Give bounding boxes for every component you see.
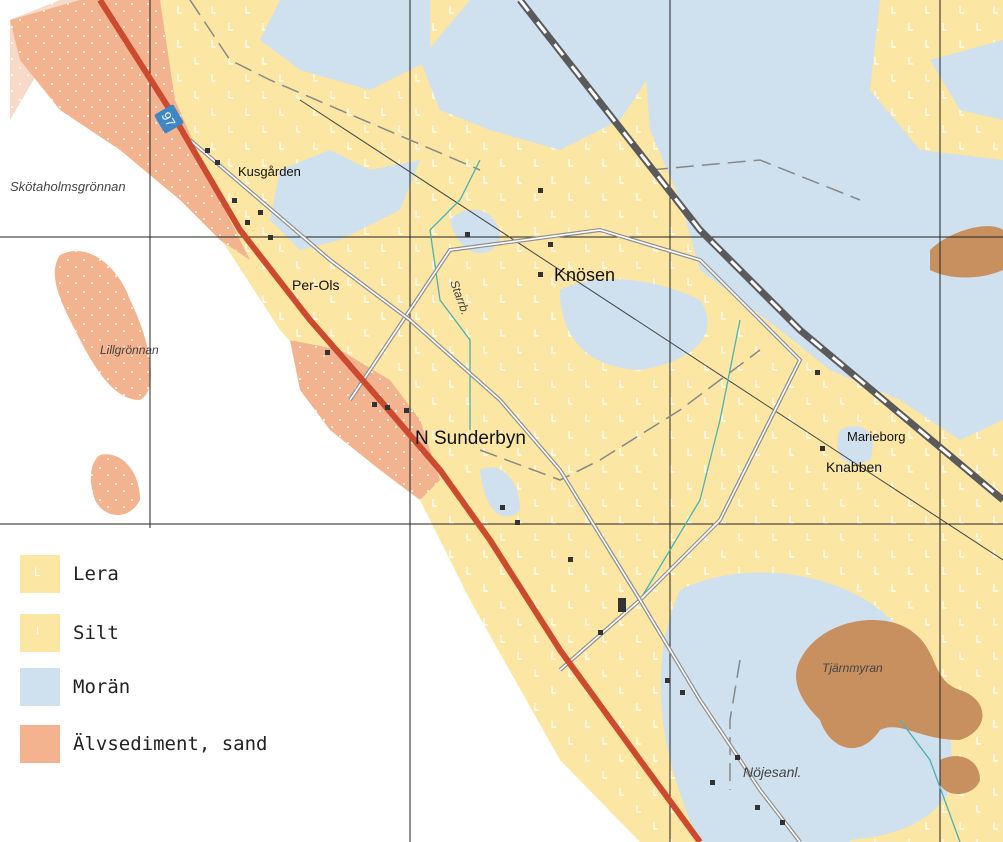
label-knabben: Knabben (826, 459, 882, 475)
legend-swatch-alvsediment (20, 725, 60, 763)
legend-label-silt: Silt (73, 622, 119, 644)
road-number-badge: 97 (154, 104, 184, 134)
legend-label-lera: Lera (73, 563, 119, 585)
minor-roads (188, 138, 803, 842)
moran-areas (260, 0, 1003, 842)
tracks (189, 0, 861, 790)
map-legend: L Lera I Silt Morän Älvsediment, sand (0, 528, 400, 842)
label-kusgarden: Kusgården (238, 164, 301, 179)
label-n-sunderbyn: N Sunderbyn (415, 428, 526, 449)
torv-areas (796, 226, 1003, 795)
road-97 (97, 0, 703, 842)
svg-text:97: 97 (158, 109, 178, 129)
power-line (299, 99, 1003, 561)
place-labels: Kusgården Per-Ols Knösen N Sunderbyn Mar… (10, 164, 906, 780)
label-nojesanl: Nöjesanl. (743, 764, 801, 780)
legend-swatch-silt: I (20, 614, 60, 652)
label-knosen: Knösen (554, 265, 615, 285)
legend-label-alvsediment: Älvsediment, sand (73, 733, 268, 755)
label-skotaholmsgronnan: Skötaholmsgrönnan (10, 179, 126, 194)
label-marieborg: Marieborg (847, 429, 906, 444)
legend-swatch-lera: L (20, 555, 60, 593)
label-tjarnmyran: Tjärnmyran (822, 661, 883, 675)
label-per-ols: Per-Ols (292, 277, 339, 293)
streams (429, 159, 961, 842)
legend-label-moran: Morän (73, 676, 131, 698)
alvsediment-areas (10, 0, 440, 515)
buildings (205, 148, 825, 825)
railway (517, 0, 1003, 503)
label-lillgronnan: Lillgrönnan (100, 343, 159, 357)
legend-swatch-moran (20, 668, 60, 706)
